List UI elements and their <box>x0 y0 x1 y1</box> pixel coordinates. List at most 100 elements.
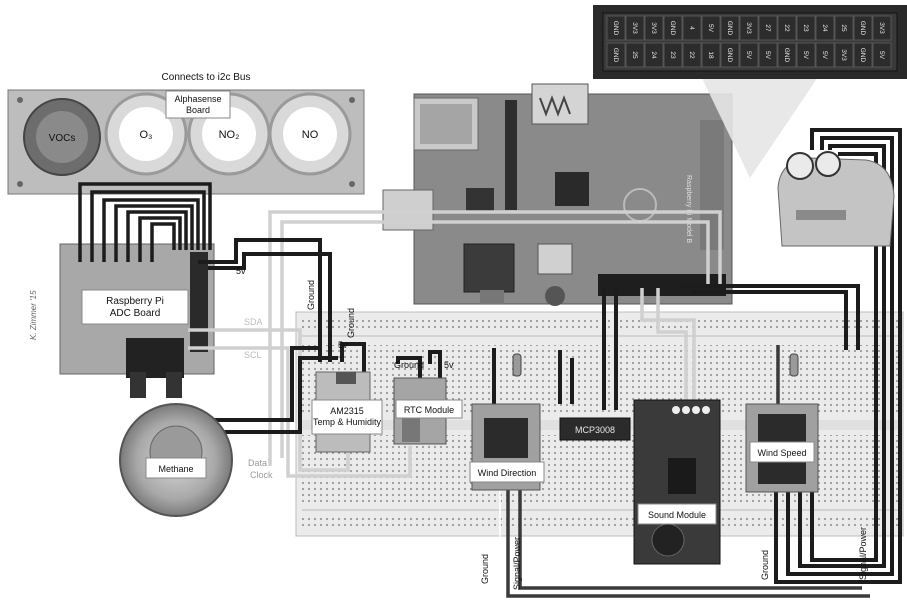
pin-label: 3V3 <box>745 22 752 34</box>
resistors <box>512 353 799 377</box>
raspberry-pi-board <box>382 83 733 306</box>
five-v-label: 5v <box>236 266 246 276</box>
wind-direction-label: Wind Direction <box>478 468 537 478</box>
pinout-top-row: GND 3V3 3V3 GND 4 5V GND 3V3 27 22 23 24 25 GND 3V3 <box>606 15 892 41</box>
pin-cell <box>834 15 854 41</box>
ground-rtc-label: Ground <box>394 360 424 370</box>
ground-label-vertical: Ground <box>306 280 316 310</box>
pin-cell <box>777 15 797 41</box>
pin-label: 3V3 <box>650 22 657 34</box>
pin-label: 24 <box>821 24 828 32</box>
wires-bottom <box>506 345 870 598</box>
pin-cell <box>739 15 759 41</box>
pin-cell <box>625 42 645 68</box>
pin-cell <box>872 15 892 41</box>
pin-cell <box>625 15 645 41</box>
pin-cell <box>606 15 626 41</box>
pin-label: GND <box>669 21 676 36</box>
pin-cell <box>663 42 683 68</box>
pin-label: 3V3 <box>631 22 638 34</box>
sda-label: SDA <box>244 317 263 327</box>
pin-label: 25 <box>631 51 638 59</box>
pin-label: 5V <box>821 51 828 60</box>
pin-label: 4 <box>688 26 695 30</box>
rtc-module-label: RTC Module <box>404 405 454 415</box>
pin-label: 3V3 <box>840 49 847 61</box>
five-v-am2315-label: 5v <box>338 340 348 350</box>
wires-white-bottom <box>499 490 907 605</box>
sensor-vocs-label: VOCs <box>49 133 76 144</box>
pin-cell <box>758 42 778 68</box>
pin-cell <box>720 15 740 41</box>
wind-speed-label: Wind Speed <box>757 448 806 458</box>
pin-label: 27 <box>764 24 771 32</box>
artist-signature: K. Zimmer '15 <box>29 290 38 340</box>
i2c-bus-label: Connects to i2c Bus <box>162 72 251 83</box>
pin-label: 22 <box>688 51 695 59</box>
ground-label-bottom-right: Ground <box>760 550 770 580</box>
alphasense-board <box>7 89 365 195</box>
pin-label: GND <box>612 48 619 63</box>
pin-cell <box>815 15 835 41</box>
sound-module-label: Sound Module <box>648 510 706 520</box>
pin-label: 25 <box>840 24 847 32</box>
pin-cell <box>815 42 835 68</box>
pin-label: 18 <box>707 51 714 59</box>
pin-cell <box>644 42 664 68</box>
pin-cell <box>682 15 702 41</box>
pin-label: 23 <box>802 24 809 32</box>
pin-label: 22 <box>783 24 790 32</box>
pin-label: GND <box>726 48 733 63</box>
signal-power-label-right: Signal/Power <box>858 527 868 580</box>
pin-cell <box>853 15 873 41</box>
pin-label: 23 <box>669 51 676 59</box>
pin-label: 24 <box>650 51 657 59</box>
pin-label: GND <box>859 48 866 63</box>
pin-cell <box>853 42 873 68</box>
pin-label: GND <box>859 21 866 36</box>
five-v-rtc-label: 5v <box>444 360 454 370</box>
pin-label: 5V <box>707 24 714 33</box>
signal-power-label-left: Signal/Power <box>512 537 522 590</box>
pin-label: 5V <box>878 51 885 60</box>
methane-label: Methane <box>158 464 193 474</box>
wires-dark <box>198 128 902 584</box>
pin-label: GND <box>612 21 619 36</box>
pin-label: GND <box>726 21 733 36</box>
ground-label-bottom-left: Ground <box>480 554 490 584</box>
pin-label: 5V <box>802 51 809 60</box>
pin-cell <box>682 42 702 68</box>
pin-cell <box>720 42 740 68</box>
pin-cell <box>701 42 721 68</box>
sensor-no2-label: NO₂ <box>219 129 240 141</box>
pin-cell <box>701 15 721 41</box>
sensor-o3-label: O₃ <box>139 129 152 141</box>
data-label: Data <box>248 458 267 468</box>
mcp3008-label: MCP3008 <box>575 425 615 435</box>
pin-label: 3V3 <box>878 22 885 34</box>
ground-label-short: Ground <box>346 308 356 338</box>
wires-alphasense-adc <box>78 182 212 262</box>
clock-label: Clock <box>250 470 273 480</box>
pin-cell <box>758 15 778 41</box>
pin-cell <box>644 15 664 41</box>
pin-cell <box>872 42 892 68</box>
pin-cell <box>777 42 797 68</box>
pin-cell <box>796 15 816 41</box>
wires-light <box>188 210 722 478</box>
pin-label: GND <box>783 48 790 63</box>
pin-cell <box>834 42 854 68</box>
mcp3008-chip <box>559 417 631 441</box>
wind-sensor-housing <box>777 151 895 247</box>
scl-label: SCL <box>244 350 262 360</box>
pin-cell <box>796 42 816 68</box>
sound-module <box>633 399 721 565</box>
pin-cell <box>663 15 683 41</box>
